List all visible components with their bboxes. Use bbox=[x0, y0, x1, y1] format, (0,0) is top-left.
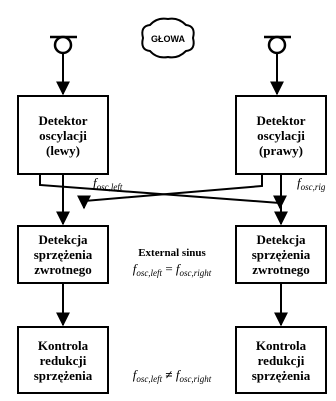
right-control-box bbox=[235, 326, 327, 394]
left-frequency-symbol: f bbox=[93, 175, 97, 190]
head-label: GŁOWA bbox=[151, 34, 185, 44]
not-equal-left-subscript: osc,left bbox=[136, 374, 163, 384]
right-detection-line-2: sprzężenia bbox=[251, 247, 311, 262]
right-detector-box bbox=[235, 95, 327, 175]
left-detector-line-3: (lewy) bbox=[46, 142, 80, 158]
left-detection-label: Detekcja sprzężenia zwrotnego bbox=[18, 226, 108, 283]
right-frequency-label: fosc,rig bbox=[297, 175, 336, 192]
left-control-line-3: sprzężenia bbox=[33, 367, 93, 383]
right-control-line-3: sprzężenia bbox=[251, 367, 311, 383]
right-detector-line-3: (prawy) bbox=[258, 142, 304, 158]
not-equal-right-subscript: osc,right bbox=[179, 374, 212, 384]
right-detection-line-3: zwrotnego bbox=[252, 262, 310, 277]
equal-operator: = bbox=[165, 261, 173, 276]
not-equal-f-right: f bbox=[175, 367, 180, 382]
right-control-line-2: redukcji bbox=[257, 352, 305, 368]
left-control-label: Kontrola redukcji sprzężenia bbox=[18, 327, 108, 393]
left-frequency-label: fosc,left bbox=[93, 175, 122, 192]
left-detection-line-2: sprzężenia bbox=[33, 247, 93, 262]
equal-f-left: f bbox=[132, 261, 137, 276]
right-detection-box bbox=[235, 225, 327, 284]
left-detection-line-3: zwrotnego bbox=[34, 262, 92, 277]
not-equal-f-left: f bbox=[132, 367, 137, 382]
right-detector-label: Detektor oscylacji (prawy) bbox=[236, 96, 326, 174]
left-control-line-2: redukcji bbox=[39, 352, 87, 368]
frequency-equal-expression: fosc,left = fosc,right bbox=[116, 261, 228, 278]
left-to-right-cross-path bbox=[39, 174, 287, 210]
right-frequency-symbol: f bbox=[297, 175, 301, 190]
right-microphone-icon bbox=[264, 35, 291, 55]
external-sinus-title: External sinus bbox=[138, 247, 206, 259]
right-detector-line-2: oscylacji bbox=[257, 127, 305, 143]
head-shape bbox=[141, 17, 195, 59]
right-frequency-subscript: osc,rig bbox=[300, 182, 326, 192]
left-microphone-icon bbox=[50, 35, 77, 55]
left-detector-line-1: Detektor bbox=[38, 112, 88, 128]
left-control-box bbox=[17, 326, 109, 394]
right-to-left-cross-path bbox=[77, 174, 263, 210]
equal-right-subscript: osc,right bbox=[179, 268, 212, 278]
left-detector-line-2: oscylacji bbox=[39, 127, 87, 143]
left-detector-label: Detektor oscylacji (lewy) bbox=[18, 96, 108, 174]
equal-left-subscript: osc,left bbox=[136, 268, 163, 278]
right-detection-line-1: Detekcja bbox=[256, 232, 306, 247]
frequency-not-equal-expression: fosc,left ≠ fosc,right bbox=[116, 367, 228, 384]
right-detector-line-1: Detektor bbox=[256, 112, 306, 128]
equal-f-right: f bbox=[175, 261, 180, 276]
left-frequency-subscript: osc,left bbox=[96, 182, 123, 192]
not-equal-operator: ≠ bbox=[165, 367, 173, 382]
right-control-line-1: Kontrola bbox=[255, 337, 307, 353]
left-control-line-1: Kontrola bbox=[37, 337, 89, 353]
right-control-label: Kontrola redukcji sprzężenia bbox=[236, 327, 326, 393]
left-detection-line-1: Detekcja bbox=[38, 232, 88, 247]
right-detection-label: Detekcja sprzężenia zwrotnego bbox=[236, 226, 326, 283]
left-detector-box bbox=[17, 95, 109, 175]
